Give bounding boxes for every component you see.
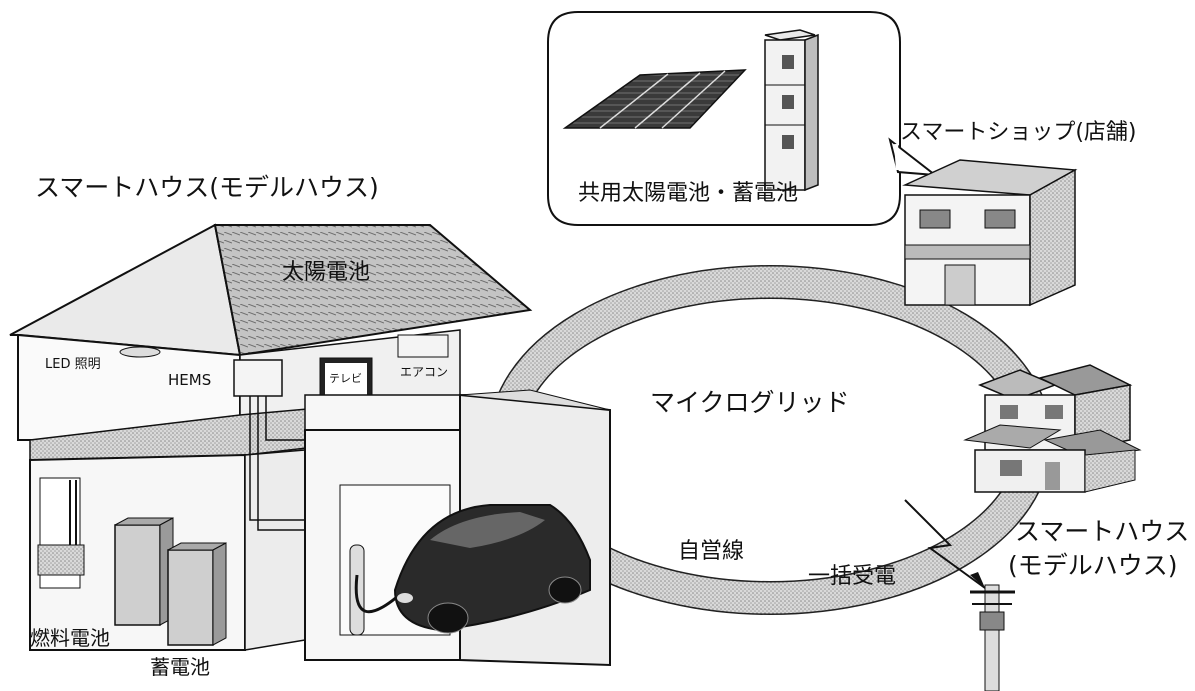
lightning-bolt-icon — [904, 499, 986, 589]
electric-car-icon — [393, 504, 591, 634]
shared-solar-battery-label: 共用太陽電池・蓄電池 — [578, 181, 799, 206]
private-line-label: 自営線 — [678, 539, 745, 564]
microgrid-label: マイクログリッド — [650, 388, 850, 417]
house-title-label: スマートハウス(モデルハウス) — [35, 173, 379, 202]
smart-shop-building — [902, 159, 1078, 307]
led-lighting-label: LED 照明 — [45, 357, 101, 372]
shared-solar-panel-icon — [562, 69, 747, 129]
shop-title-label: スマートショップ(店舗) — [900, 120, 1137, 145]
bulk-power-label: 一括受電 — [808, 564, 897, 589]
aircon-unit — [397, 334, 449, 358]
fuel-cell-unit — [114, 517, 174, 626]
main-house-cutaway — [9, 223, 611, 667]
right-model-house — [963, 364, 1142, 493]
hems-label: HEMS — [168, 371, 212, 389]
aircon-label: エアコン — [400, 365, 449, 379]
shared-equipment-bubble — [547, 11, 939, 226]
storage-battery-label: 蓄電池 — [150, 655, 210, 679]
hems-unit — [233, 359, 283, 397]
model-house-label-line2: (モデルハウス) — [1008, 551, 1178, 580]
storage-battery-unit — [167, 542, 227, 646]
utility-pole-icon — [970, 584, 1015, 691]
solar-panel-label: 太陽電池 — [282, 260, 371, 285]
fuel-cell-label: 燃料電池 — [30, 626, 110, 650]
tv-label: テレビ — [329, 372, 362, 385]
model-house-label-line1: スマートハウス — [1015, 517, 1190, 546]
shared-battery-icon — [764, 29, 819, 192]
